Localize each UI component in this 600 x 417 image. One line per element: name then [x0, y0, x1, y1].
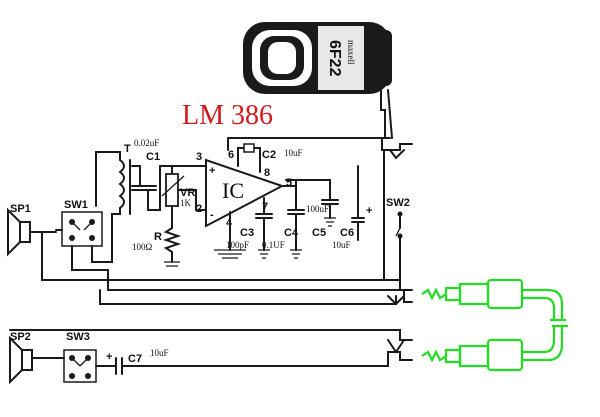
sp2-label: SP2 — [10, 331, 31, 343]
c3-capacitor — [255, 197, 273, 259]
c1-label: C1 — [146, 151, 160, 163]
speaker-sp1 — [7, 207, 57, 257]
sw3-switch[interactable] — [63, 349, 97, 383]
vr-potentiometer[interactable] — [161, 165, 207, 223]
r-resistor — [162, 221, 182, 267]
c5-value: 100uF — [306, 204, 329, 214]
sw2-switch[interactable] — [383, 199, 403, 289]
sw3-label: SW3 — [66, 331, 90, 343]
pin-8: 8 — [264, 167, 270, 179]
c6-label: C6 — [340, 227, 354, 239]
c4-label: C4 — [284, 227, 299, 239]
c2-label: C2 — [262, 149, 276, 161]
r-value: 100Ω — [132, 242, 153, 252]
c5-capacitor — [285, 179, 339, 227]
c4-value: 0.1UF — [262, 240, 285, 250]
vr-label: VR — [180, 187, 195, 199]
pin-7: 7 — [262, 201, 268, 213]
chip-title: LM 386 — [182, 100, 273, 131]
c1-capacitor — [131, 165, 161, 211]
c6-value: 10uF — [332, 240, 351, 250]
pin-3: 3 — [196, 151, 202, 163]
sp1-label: SP1 — [10, 203, 31, 215]
c1-value: 0.02uF — [134, 138, 159, 148]
ic-amplifier: IC + - — [205, 158, 285, 228]
pin-6: 6 — [228, 149, 234, 161]
c3-value: 100pF — [226, 240, 249, 250]
speaker-sp2 — [9, 335, 33, 385]
sw2-label: SW2 — [386, 197, 410, 209]
sw1-switch[interactable] — [61, 211, 103, 247]
svg-text:+: + — [106, 351, 112, 363]
sw1-label: SW1 — [64, 199, 88, 211]
ic-label: IC — [222, 178, 244, 203]
stereo-plug-cable — [421, 278, 568, 372]
c2-capacitor — [237, 143, 261, 173]
battery: 6F22 maxell — [243, 22, 393, 139]
ground-rail — [41, 231, 385, 281]
battery-type: 6F22 — [326, 40, 343, 77]
c7-value: 10uF — [150, 348, 169, 358]
r-label: R — [154, 231, 162, 243]
svg-text:+: + — [366, 205, 372, 217]
battery-brand: maxell — [346, 40, 356, 65]
svg-text:-: - — [210, 209, 214, 221]
c5-label: C5 — [312, 227, 326, 239]
c6-capacitor: + — [351, 165, 372, 241]
pin-5: 5 — [286, 177, 292, 189]
vr-value: 1K — [180, 198, 192, 208]
c7-label: C7 — [128, 353, 142, 365]
c3-label: C3 — [240, 227, 254, 239]
c7-capacitor: + — [95, 351, 413, 375]
transformer — [95, 151, 131, 237]
svg-text:+: + — [209, 165, 215, 177]
c4-capacitor — [287, 179, 305, 259]
battery-connector — [381, 137, 413, 201]
c2-value: 10uF — [284, 148, 303, 158]
transformer-label: T — [124, 143, 131, 155]
